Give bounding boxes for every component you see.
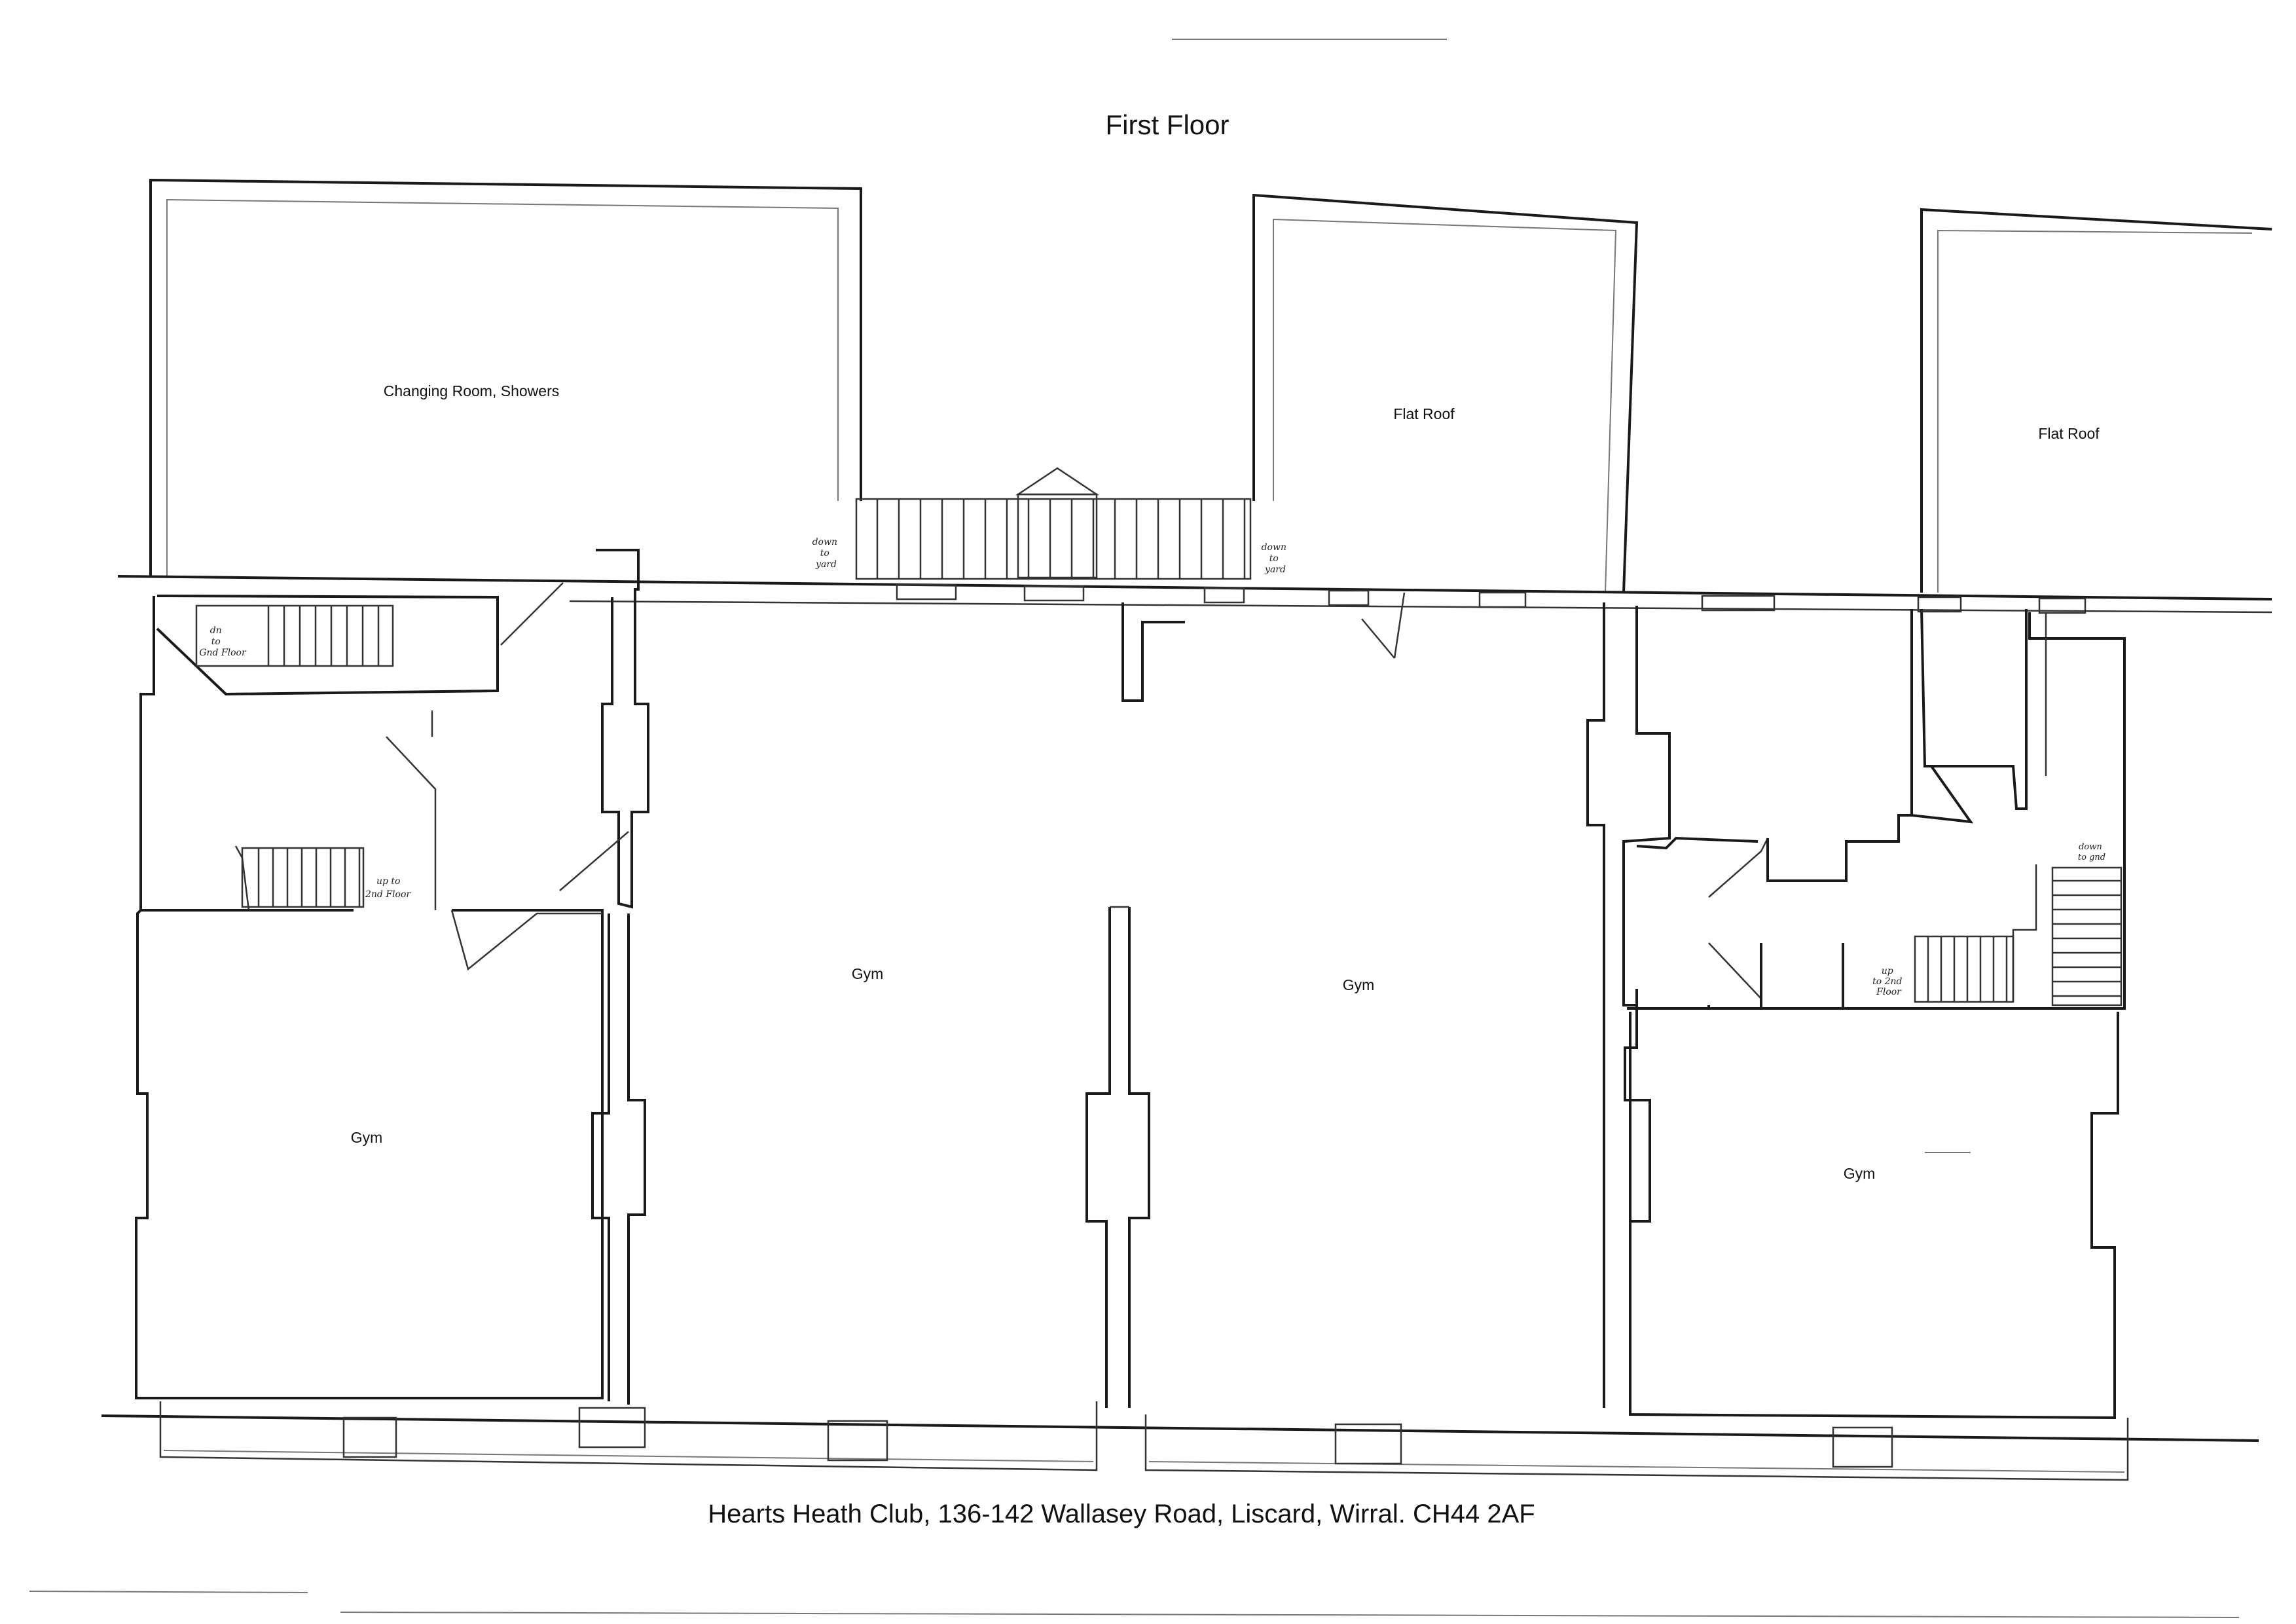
down-to-yard-note-2: down to yard (1262, 542, 1290, 575)
scan-edge-bottom (340, 1612, 2240, 1618)
front-pier (1832, 1426, 1893, 1468)
window-sill (1917, 596, 1962, 613)
gym-label-2: Gym (852, 965, 884, 982)
window-sill (2038, 597, 2086, 614)
gym-label-3: Gym (1343, 976, 1375, 993)
window-sill (1478, 591, 1527, 608)
window-sill (1023, 585, 1085, 602)
window-sill (1203, 587, 1245, 604)
left-block (135, 582, 604, 1399)
up-to-2nd-note-1: up to 2nd Floor (365, 876, 411, 900)
plan-title: First Floor (1106, 109, 1230, 140)
rear-projection-middle (1252, 193, 1639, 593)
rear-windows (896, 583, 2086, 614)
rear-projection-right (1920, 208, 2272, 593)
front-wall (101, 1401, 2259, 1481)
down-to-ground-note-1: dn to Gnd Floor (199, 625, 247, 658)
down-to-yard-note-1: down to yard (812, 537, 841, 570)
down-to-ground-note-2: down to gnd (2078, 842, 2105, 862)
flat-roof-label-1: Flat Roof (1393, 405, 1455, 422)
party-wall-3 (1361, 592, 1671, 1414)
window-sill (1328, 589, 1370, 606)
flat-roof-label-2: Flat Roof (2038, 425, 2100, 442)
window-sill (1701, 595, 1776, 612)
party-wall-1 (559, 549, 649, 1405)
front-pier (342, 1416, 397, 1458)
yard-staircase (855, 467, 1252, 580)
changing-room-label: Changing Room, Showers (384, 382, 559, 399)
front-pier (827, 1420, 888, 1462)
up-to-2nd-note-2: up to 2nd Floor (1872, 966, 1905, 997)
front-pier (578, 1407, 646, 1449)
window-sill (896, 583, 957, 600)
scan-edge-bottom-left (29, 1591, 308, 1593)
gym-label-1: Gym (351, 1129, 383, 1146)
right-service-area (1627, 608, 2126, 1420)
rear-wall (117, 575, 2272, 614)
front-pier (1334, 1423, 1402, 1465)
party-wall-2 (1085, 602, 1185, 1408)
rear-projection-left (149, 178, 862, 576)
address-caption: Hearts Heath Club, 136-142 Wallasey Road… (708, 1500, 1535, 1528)
gym-label-4: Gym (1844, 1165, 1876, 1182)
